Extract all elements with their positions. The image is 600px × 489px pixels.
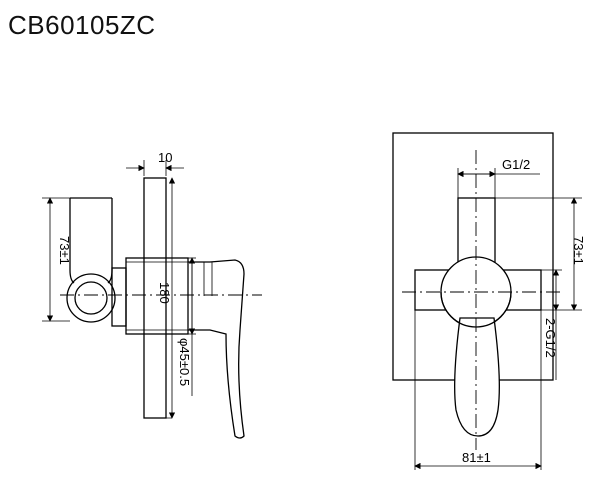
front-view: G1/2 73±1 2-G1/2 81±1 — [392, 132, 586, 470]
side-view: 10 73±1 180 φ45±0.5 — [42, 150, 262, 439]
dim-front-thread-top: G1/2 — [502, 157, 530, 172]
dim-front-width: 81±1 — [462, 450, 491, 465]
model-title: CB60105ZC — [8, 10, 156, 40]
side-lever — [188, 259, 245, 439]
side-ring-inner — [74, 281, 108, 315]
side-ring-outer — [66, 273, 116, 323]
side-connector — [111, 267, 127, 327]
front-lever — [454, 317, 500, 437]
dim-side-offset: 10 — [158, 150, 172, 165]
dim-side-height: 73±1 — [57, 236, 72, 265]
side-pipe — [69, 198, 113, 270]
dim-side-length: 180 — [157, 282, 172, 304]
dim-front-thread-side: 2-G1/2 — [543, 318, 558, 358]
dim-side-diameter: φ45±0.5 — [177, 338, 192, 386]
dim-front-height: 73±1 — [571, 236, 586, 265]
side-body — [125, 257, 189, 335]
